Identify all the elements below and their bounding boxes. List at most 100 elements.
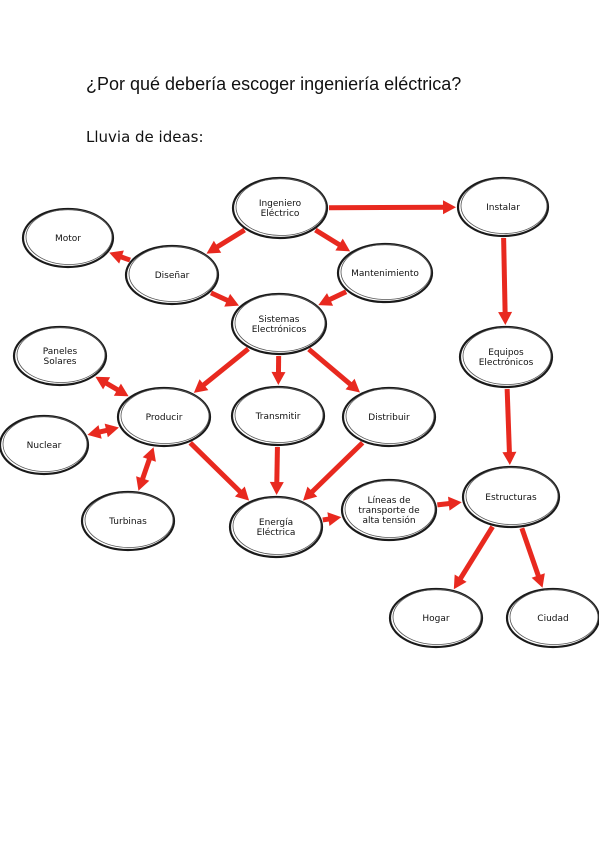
- node-label: Electrónicos: [479, 357, 534, 368]
- node-ellipse: [80, 490, 176, 552]
- node-ellipse: [340, 478, 438, 542]
- node-label: Ingeniero: [259, 199, 302, 209]
- node-ellipse-sketch: [392, 589, 482, 645]
- edge-line: [274, 446, 280, 485]
- node-ellipse-sketch: [465, 467, 559, 525]
- node-ellipse: [341, 386, 437, 448]
- edge-sistemas-distribuir: [307, 347, 360, 393]
- edge-mantenimiento-sistemas: [318, 289, 348, 306]
- node-label: Nuclear: [27, 441, 62, 451]
- node-label: Líneas de: [367, 496, 411, 506]
- node-turbinas: Turbinas: [80, 490, 176, 552]
- edge-paneles-producir: [95, 376, 129, 397]
- node-ellipse-sketch: [25, 209, 113, 265]
- node-ellipse-sketch: [232, 497, 322, 555]
- node-label: Instalar: [486, 203, 520, 213]
- node-ellipse-sketch: [84, 492, 174, 548]
- edge-line: [457, 525, 495, 582]
- node-ellipse-sketch: [509, 589, 599, 645]
- node-label: Turbinas: [108, 517, 147, 527]
- arrow-head: [113, 383, 129, 397]
- node-ellipse-sketch: [234, 294, 326, 352]
- arrow-head: [318, 293, 334, 306]
- node-mantenimiento: Mantenimiento: [336, 242, 434, 304]
- node-label: Producir: [146, 413, 183, 423]
- edge-sistemas-producir: [193, 346, 250, 393]
- node-label: Electrónicos: [252, 324, 307, 335]
- arrow-head: [104, 423, 119, 438]
- node-ellipse: [0, 414, 90, 476]
- node-ellipse: [230, 385, 326, 447]
- node-label: Mantenimiento: [351, 269, 419, 279]
- edge-line: [504, 388, 512, 455]
- node-ellipse-sketch: [234, 387, 324, 443]
- edge-nuclear-producir: [87, 423, 119, 439]
- edge-ingeniero-mantenimiento: [314, 227, 351, 252]
- edge-line: [309, 440, 365, 495]
- node-ellipse: [124, 244, 220, 306]
- node-label: Ciudad: [537, 614, 568, 624]
- arrow-head: [87, 425, 102, 439]
- arrow-head: [95, 376, 111, 390]
- arrow-head: [193, 379, 209, 393]
- edge-estructuras-ciudad: [519, 527, 545, 588]
- node-label: transporte de: [358, 506, 420, 516]
- node-label: Eléctrica: [257, 527, 296, 538]
- node-ellipse: [12, 325, 108, 387]
- node-ellipse: [461, 465, 561, 529]
- arrow-head: [502, 451, 517, 466]
- node-ellipse: [456, 176, 550, 238]
- edge-line: [209, 290, 231, 304]
- edge-line: [328, 204, 446, 211]
- edge-lineas-estructuras: [437, 496, 462, 511]
- edge-instalar-equipos: [498, 237, 513, 326]
- node-ellipse: [458, 325, 554, 389]
- node-transmitir: Transmitir: [230, 385, 326, 447]
- node-ellipse-sketch: [2, 416, 88, 472]
- arrow-head: [448, 496, 462, 511]
- node-ciudad: Ciudad: [505, 587, 599, 649]
- edge-line: [103, 380, 121, 393]
- page-subtitle: Lluvia de ideas:: [86, 128, 204, 146]
- arrow-head: [142, 447, 156, 462]
- node-label: Paneles: [43, 347, 78, 357]
- edge-line: [437, 500, 452, 508]
- page-title: ¿Por qué debería escoger ingeniería eléc…: [86, 74, 462, 94]
- arrow-head: [234, 486, 250, 501]
- node-label: Energía: [259, 518, 293, 528]
- node-ellipse-sketch: [235, 178, 327, 236]
- node-ellipse: [21, 207, 115, 269]
- edge-line: [139, 456, 153, 482]
- arrow-head: [335, 238, 351, 252]
- edge-energia-lineas: [322, 512, 342, 527]
- node-ellipse-sketch: [16, 327, 106, 383]
- edge-ingeniero-disenar: [206, 227, 246, 254]
- node-ellipse: [228, 495, 324, 559]
- node-label: Hogar: [422, 614, 450, 624]
- node-motor: Motor: [21, 207, 115, 269]
- edge-disenar-sistemas: [209, 290, 239, 307]
- edges-layer: [87, 200, 545, 590]
- node-label: Solares: [44, 357, 77, 367]
- node-ellipse-sketch: [460, 178, 548, 234]
- node-ellipse-sketch: [345, 388, 435, 444]
- edge-distribuir-energia: [303, 440, 365, 501]
- edge-line: [214, 227, 246, 250]
- node-ellipse: [388, 587, 484, 649]
- edge-line: [307, 347, 354, 388]
- arrow-head: [442, 200, 457, 215]
- node-ellipse: [505, 587, 599, 649]
- node-hogar: Hogar: [388, 587, 484, 649]
- arrow-head: [303, 486, 318, 501]
- node-ellipse-sketch: [128, 246, 218, 302]
- edge-estructuras-hogar: [453, 525, 495, 590]
- arrow-head: [453, 574, 467, 590]
- edge-producir-energia: [188, 441, 250, 501]
- node-label: Distribuir: [368, 413, 410, 423]
